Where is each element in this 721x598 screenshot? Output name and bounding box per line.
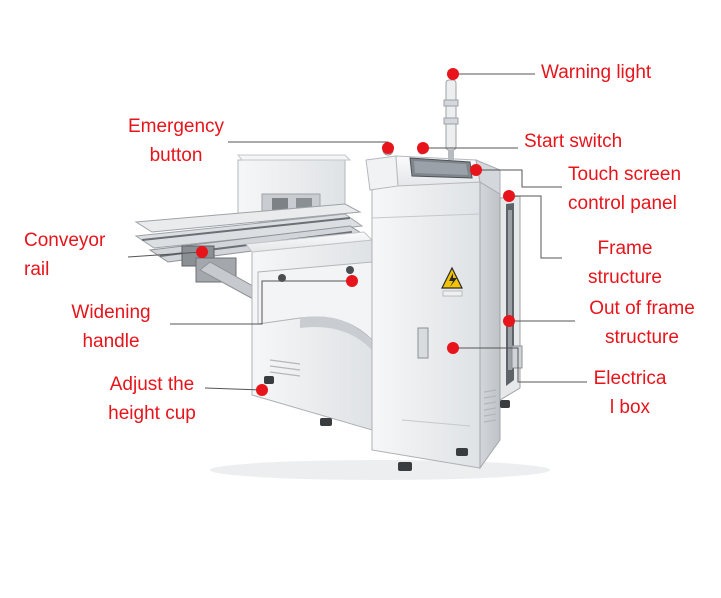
label-height-cup-line2: height cup: [108, 403, 196, 424]
marker-warning-light: [447, 68, 459, 80]
label-frame-structure: Frame structure: [570, 234, 680, 292]
marker-touch-screen: [470, 164, 482, 176]
marker-emergency-button: [382, 142, 394, 154]
marker-conveyor-rail: [196, 246, 208, 258]
label-touch-screen-line2: control panel: [568, 193, 677, 214]
leader-electrical-box: [453, 347, 587, 383]
outer-frame: [499, 195, 523, 401]
leader-widening-handle: [170, 280, 352, 325]
marker-start-switch: [417, 142, 429, 154]
label-widening-handle-line2: handle: [82, 331, 140, 352]
label-conveyor-rail: Conveyor rail: [24, 226, 105, 284]
label-out-of-frame-line1: Out of frame: [589, 298, 695, 319]
label-touch-screen-line1: Touch screen: [568, 164, 682, 185]
leader-height-cup: [204, 387, 263, 391]
leader-conveyor-rail: [127, 251, 203, 258]
label-height-cup: Adjust the height cup: [96, 370, 208, 428]
label-emergency-button: Emergency button: [118, 112, 234, 170]
marker-out-of-frame: [503, 315, 515, 327]
label-touch-screen: Touch screen control panel: [568, 160, 681, 218]
leader-frame-structure: [509, 195, 562, 259]
label-warning-light-line1: Warning light: [541, 62, 652, 83]
label-frame-structure-line2: structure: [588, 267, 662, 288]
label-height-cup-line1: Adjust the: [109, 374, 195, 395]
label-out-of-frame: Out of frame structure: [576, 294, 708, 352]
warning-light-tower: [443, 79, 459, 160]
label-warning-light: Warning light: [541, 58, 651, 87]
leveling-feet: [264, 376, 510, 471]
leader-touch-screen: [476, 169, 562, 188]
label-emergency-button-line2: button: [149, 145, 203, 166]
label-electrical-box-line1: Electrica: [593, 368, 667, 389]
label-widening-handle-line1: Widening: [71, 302, 151, 323]
label-emergency-button-line1: Emergency: [127, 116, 225, 137]
main-tower: [365, 144, 501, 470]
label-start-switch: Start switch: [524, 127, 622, 156]
marker-frame-structure: [503, 190, 515, 202]
label-out-of-frame-line2: structure: [605, 327, 679, 348]
label-conveyor-rail-line2: rail: [24, 259, 50, 280]
marker-electrical-box: [447, 342, 459, 354]
label-frame-structure-line1: Frame: [597, 238, 653, 259]
label-widening-handle: Widening handle: [56, 298, 166, 356]
leader-emergency-button: [228, 141, 389, 148]
label-conveyor-rail-line1: Conveyor: [24, 230, 106, 251]
label-start-switch-line1: Start switch: [524, 131, 623, 152]
label-electrical-box-line2: l box: [609, 397, 651, 418]
label-electrical-box: Electrica l box: [584, 364, 676, 422]
marker-height-cup: [256, 384, 268, 396]
marker-widening-handle: [346, 275, 358, 287]
